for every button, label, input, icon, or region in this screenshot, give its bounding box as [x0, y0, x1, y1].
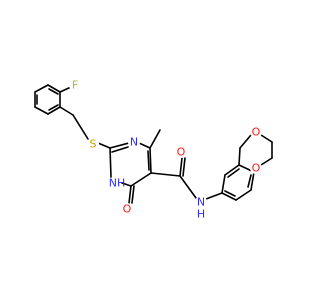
bond-line: [149, 147, 152, 174]
sulfur-label: S: [90, 138, 97, 151]
amide-nitrogen-atom: N H: [195, 196, 207, 221]
bond-line: [260, 157, 273, 166]
ring-nitrogen-atom: N: [128, 136, 140, 149]
bond-line: [72, 114, 89, 140]
molecule-structure: F S N NH O O N H: [34, 79, 273, 221]
bond-line: [227, 168, 240, 178]
bond-line: [97, 142, 111, 149]
bond-line: [138, 142, 151, 149]
bond-line: [109, 142, 130, 149]
ring-nh-atom: NH: [109, 177, 126, 190]
bond-line: [59, 106, 74, 116]
fluorine-label: F: [72, 79, 78, 92]
bond-line: [128, 185, 132, 204]
bond-line: [34, 84, 49, 93]
dioxane-oxygen-bottom-atom: O: [250, 162, 262, 175]
dioxane-oxygen-top-label: O: [252, 126, 261, 139]
bond-line: [221, 174, 226, 194]
ring-nh-label: NH: [109, 177, 126, 190]
bond-line: [47, 84, 61, 93]
amide-oxygen-label: O: [177, 146, 186, 159]
bond-line: [179, 157, 183, 177]
bond-line: [147, 150, 150, 171]
bond-line: [205, 192, 223, 200]
bond-line: [47, 106, 61, 115]
bond-layer: [34, 84, 273, 204]
bond-line: [109, 147, 112, 178]
bond-line: [239, 134, 252, 149]
bond-line: [34, 106, 49, 115]
ring-nitrogen-label: N: [130, 136, 138, 149]
dioxane-oxygen-top-atom: O: [250, 126, 262, 139]
amide-nitrogen-label: N: [197, 196, 205, 209]
bond-line: [149, 129, 161, 149]
bond-line: [179, 175, 197, 199]
bond-line: [48, 104, 59, 111]
bond-line: [235, 189, 252, 201]
ring-carbonyl-oxygen-label: O: [123, 203, 132, 216]
bond-line: [247, 174, 252, 188]
bond-line: [48, 88, 59, 95]
bond-line: [250, 171, 255, 191]
atom-label-layer: F S N NH O O N H: [69, 79, 262, 221]
bond-line: [224, 164, 240, 176]
fluorine-atom: F: [69, 79, 81, 92]
bond-line: [111, 146, 129, 153]
ring-carbonyl-oxygen-atom: O: [121, 203, 133, 216]
bond-line: [59, 86, 72, 93]
bond-line: [221, 192, 237, 201]
dioxane-oxygen-bottom-label: O: [252, 162, 261, 175]
bond-line: [130, 172, 152, 187]
bond-line: [182, 157, 186, 177]
amide-oxygen-atom: O: [175, 146, 187, 159]
amide-h-label: H: [197, 208, 205, 221]
sulfur-atom: S: [87, 138, 99, 151]
bond-line: [238, 147, 241, 166]
bond-line: [131, 185, 135, 204]
bond-line: [260, 134, 273, 143]
bond-line: [224, 190, 236, 197]
bond-line: [121, 182, 132, 187]
bond-line: [150, 172, 181, 177]
